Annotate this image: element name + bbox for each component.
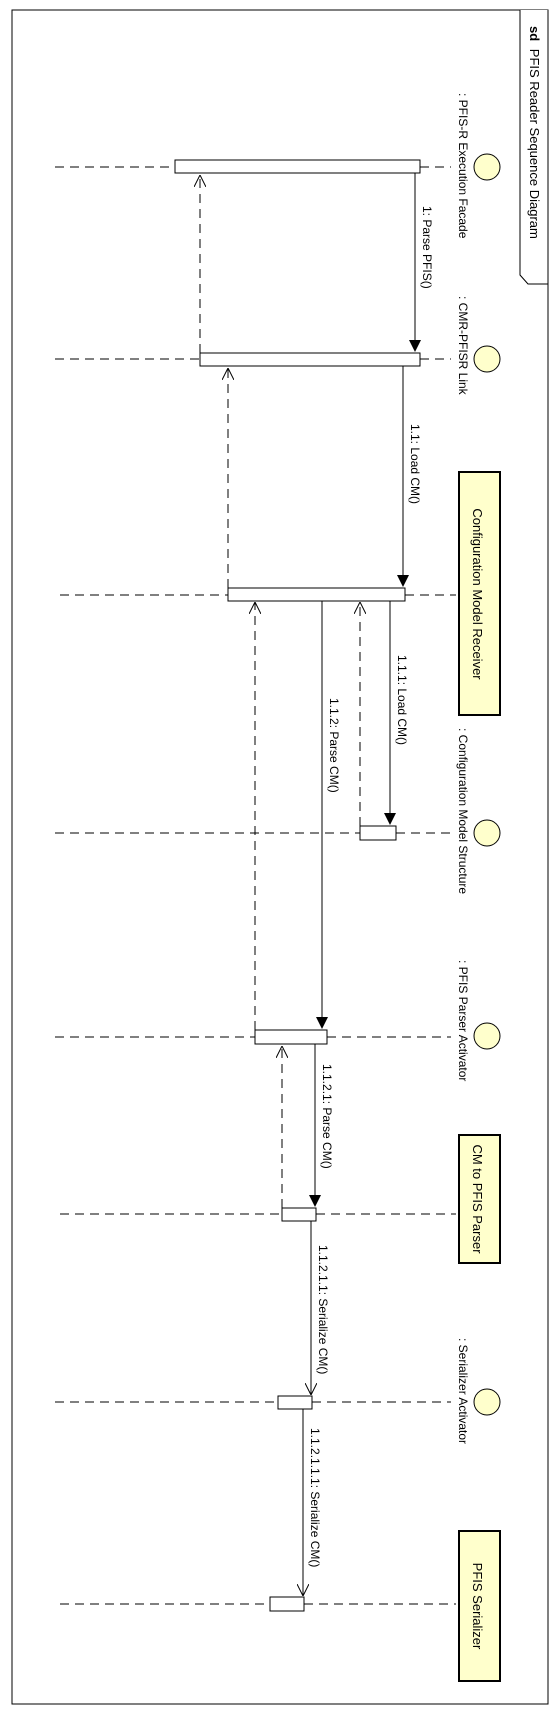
activation-serializer-activator [277, 1395, 313, 1410]
message-label-1-1-2: 1.1.2: Parse CM() [327, 698, 341, 793]
object-icon [473, 1388, 501, 1416]
message-label-1-1-2-1-1: 1.1.2.1.1: Serialize CM() [316, 1245, 330, 1374]
message-label-1: 1: Parse PFIS() [420, 206, 434, 289]
message-labels: 1: Parse PFIS() 1.1: Load CM() 1.1.1: Lo… [308, 206, 434, 1567]
lifeline-label-activator: : PFIS Parser Activator [456, 960, 470, 1081]
activation-structure [359, 825, 397, 841]
message-label-1-1-2-1-1-1: 1.1.2.1.1.1: Serialize CM() [308, 1428, 322, 1567]
lifeline-label-receiver: Configuration Model Receiver [470, 508, 485, 680]
object-icon [473, 153, 501, 181]
frame-title-tab [519, 10, 549, 285]
message-label-1-1-2-1: 1.1.2.1: Parse CM() [320, 1064, 334, 1169]
activation-serializer [269, 1596, 305, 1612]
activation-bars [174, 159, 421, 1612]
lifeline-label-serializer-activator: : Serializer Activator [456, 1338, 470, 1444]
lifeline-label-link: : CMR-PFISR Link [456, 296, 470, 396]
frame-title-text: PFIS Reader Sequence Diagram [527, 49, 542, 239]
frame-keyword: sd [527, 26, 542, 41]
call-messages [303, 173, 421, 1595]
activation-facade [174, 159, 421, 174]
class-box-serializer [458, 1530, 501, 1682]
object-icon [473, 1022, 501, 1050]
activation-activator [254, 1029, 328, 1045]
message-label-1-1: 1.1: Load CM() [408, 424, 422, 504]
lifeline-label-structure: : Configuration Model Structure [456, 728, 470, 894]
message-label-1-1-1: 1.1.1: Load CM() [395, 655, 409, 745]
activation-parser [281, 1207, 317, 1222]
lifeline-heads: : PFIS-R Execution Facade : CMR-PFISR Li… [456, 93, 501, 1682]
activation-link [199, 352, 421, 367]
frame-title: sd PFIS Reader Sequence Diagram [527, 26, 542, 239]
object-icon [473, 819, 501, 847]
class-box-parser [458, 1134, 501, 1264]
lifelines [55, 166, 456, 1605]
class-box-receiver [458, 471, 501, 716]
lifeline-label-facade: : PFIS-R Execution Facade [456, 93, 470, 239]
object-icon [473, 345, 501, 373]
lifeline-label-parser: CM to PFIS Parser [470, 1144, 485, 1254]
return-messages [200, 176, 360, 1208]
diagram-frame [11, 9, 549, 1705]
lifeline-label-serializer: PFIS Serializer [470, 1563, 485, 1650]
activation-receiver [227, 587, 406, 602]
